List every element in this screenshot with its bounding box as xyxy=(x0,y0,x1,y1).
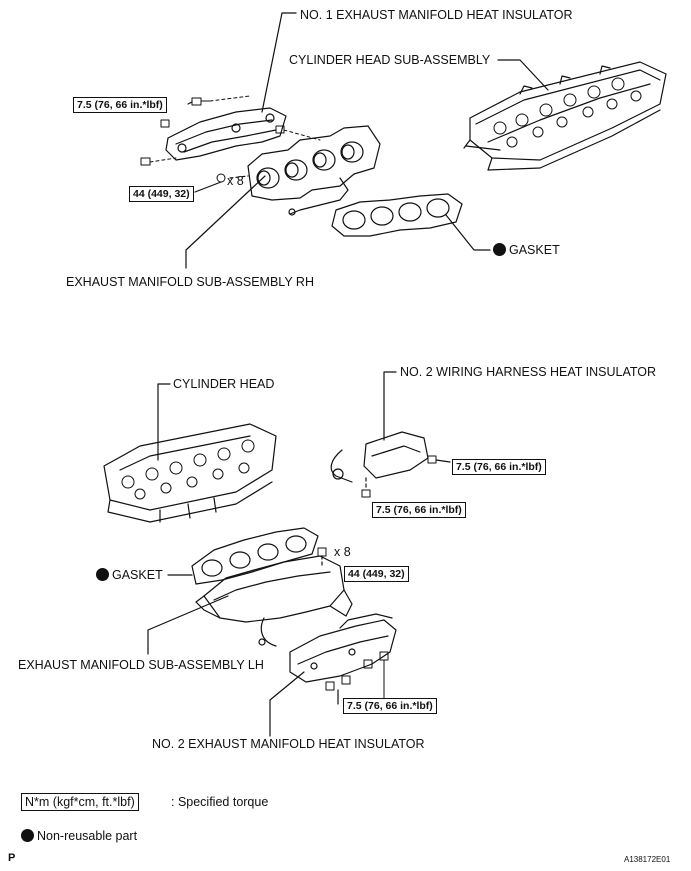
leader-cyl-head-sub xyxy=(497,59,549,91)
insulator1-drawing xyxy=(165,107,287,161)
leader-exhaust-lh xyxy=(147,595,229,655)
label-gasket-lh: GASKET xyxy=(96,568,163,582)
torque-box-insulator2: 7.5 (76, 66 in.*lbf) xyxy=(343,698,437,714)
cylinder-head-sub-assembly-drawing xyxy=(463,61,667,171)
label-cylinder-head-sub-assembly: CYLINDER HEAD SUB-ASSEMBLY xyxy=(289,53,491,67)
cylinder-head-drawing xyxy=(103,423,277,523)
insulator2-drawing xyxy=(289,613,397,683)
label-insulator1: NO. 1 EXHAUST MANIFOLD HEAT INSULATOR xyxy=(300,8,573,22)
gasket-rh-drawing xyxy=(331,193,463,237)
gasket-lh-text: GASKET xyxy=(112,568,163,582)
label-wiring-insulator2: NO. 2 WIRING HARNESS HEAT INSULATOR xyxy=(400,365,657,379)
gasket-rh-text: GASKET xyxy=(509,243,560,257)
leader-insulator2 xyxy=(269,671,305,737)
nonreusable-dot-icon xyxy=(96,568,109,581)
leader-insulator1 xyxy=(261,12,297,113)
nonreusable-dot-icon xyxy=(493,243,506,256)
legend-torque-units: N*m (kgf*cm, ft.*lbf) xyxy=(21,793,139,811)
leader-exhaust-rh xyxy=(185,175,266,269)
wiring-insulator2-drawing xyxy=(330,431,451,498)
torque-box-wiring-insulator-a: 7.5 (76, 66 in.*lbf) xyxy=(452,459,546,475)
exhaust-manifold-rh-drawing xyxy=(216,125,381,216)
gasket-lh-drawing xyxy=(191,527,319,585)
torque-box-insulator1: 7.5 (76, 66 in.*lbf) xyxy=(73,97,167,113)
quantity-lh: x 8 xyxy=(334,545,351,559)
torque-box-manifold-rh: 44 (449, 32) xyxy=(129,186,194,202)
insulator1-bolts xyxy=(140,95,321,166)
label-exhaust-manifold-rh: EXHAUST MANIFOLD SUB-ASSEMBLY RH xyxy=(66,275,314,289)
label-insulator2: NO. 2 EXHAUST MANIFOLD HEAT INSULATOR xyxy=(152,737,425,751)
leader-wiring-insulator2 xyxy=(383,371,397,441)
label-gasket-rh: GASKET xyxy=(493,243,560,257)
footer-left: P xyxy=(8,852,16,864)
leader-cyl-head xyxy=(157,383,171,461)
nonreusable-dot-icon xyxy=(21,829,34,842)
torque-box-manifold-lh: 44 (449, 32) xyxy=(344,566,409,582)
quantity-rh: x 8 xyxy=(227,174,244,188)
footer-figure-code: A138172E01 xyxy=(624,855,671,864)
insulator2-bolts xyxy=(325,651,389,699)
legend-nonreusable-text: Non-reusable part xyxy=(37,829,138,843)
exhaust-manifold-lh-drawing xyxy=(195,547,353,647)
leader-gasket-rh xyxy=(445,214,491,251)
label-cylinder-head: CYLINDER HEAD xyxy=(173,377,275,391)
torque-box-wiring-insulator-b: 7.5 (76, 66 in.*lbf) xyxy=(372,502,466,518)
legend-nonreusable: Non-reusable part xyxy=(21,829,137,843)
label-exhaust-manifold-lh: EXHAUST MANIFOLD SUB-ASSEMBLY LH xyxy=(18,658,264,672)
legend-torque-desc: : Specified torque xyxy=(171,795,269,809)
